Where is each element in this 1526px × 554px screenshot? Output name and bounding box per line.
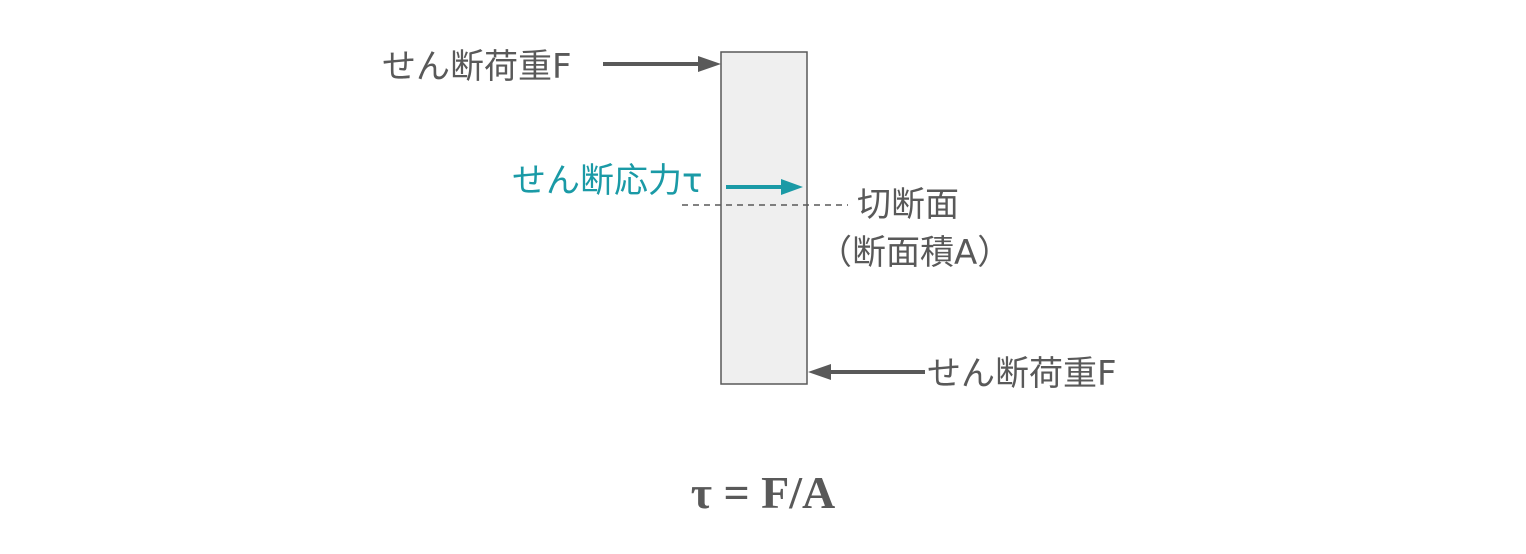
formula-text: τ = F/A [691, 467, 836, 518]
bottom-load-label: せん断荷重F [927, 354, 1117, 394]
section-label: 切断面 [857, 185, 959, 225]
beam-bar [720, 51, 808, 385]
section-area-label: （断面積A） [818, 233, 1011, 273]
top-load-arrow-head [698, 56, 721, 72]
bottom-load-arrow-head [808, 364, 831, 380]
top-load-label: せん断荷重F [382, 47, 572, 87]
stress-arrow-head [781, 179, 803, 195]
stress-label: せん断応力τ [512, 161, 702, 201]
